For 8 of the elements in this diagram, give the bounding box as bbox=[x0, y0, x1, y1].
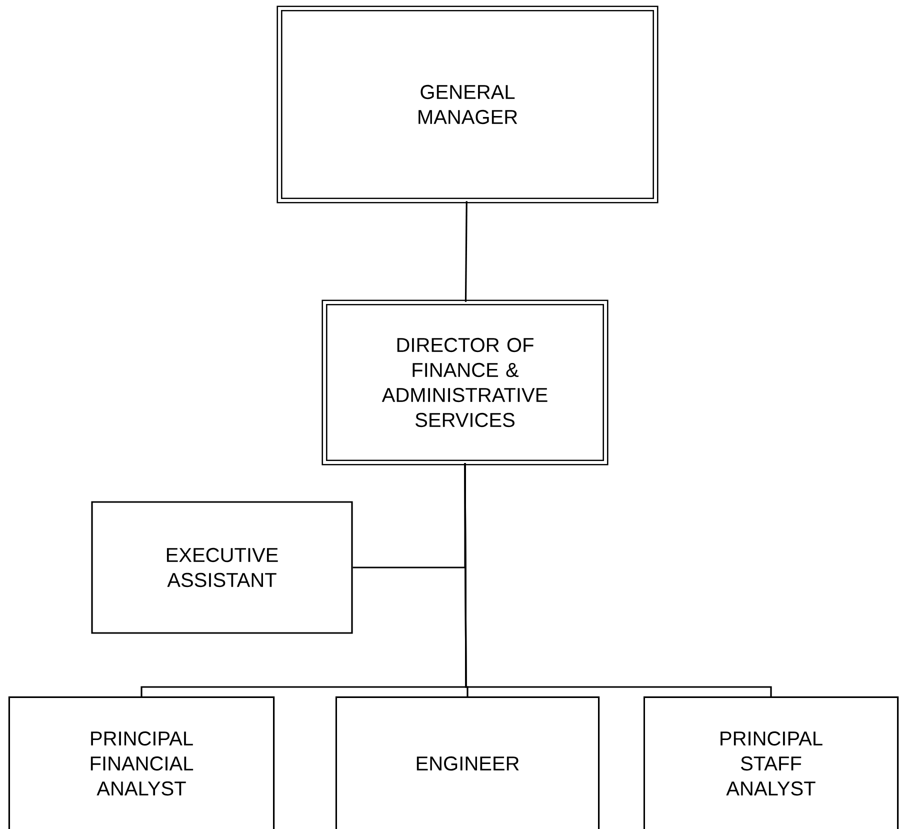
title-box: ENGINEER bbox=[335, 696, 600, 829]
connector-line bbox=[464, 463, 772, 698]
title-box: GENERAL MANAGER bbox=[276, 6, 658, 204]
connector-line bbox=[464, 201, 468, 302]
title-box: PRINCIPAL FINANCIAL ANALYST bbox=[8, 696, 275, 829]
title-box: EXECUTIVE ASSISTANT bbox=[91, 501, 353, 634]
title-box: DIRECTOR OF FINANCE & ADMINISTRATIVE SERVICES bbox=[322, 300, 608, 466]
title-box: PRINCIPAL STAFF ANALYST bbox=[643, 696, 899, 829]
